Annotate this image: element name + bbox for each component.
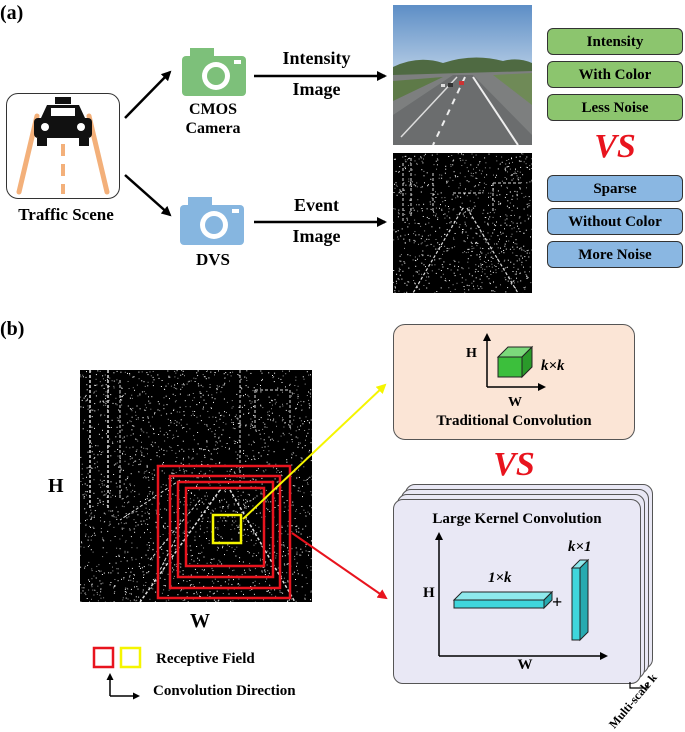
intensity-image-label-top: Intensity [254,48,379,69]
intensity-prop-color: With Color [547,61,683,88]
trad-axis-h: H [466,346,477,362]
lk-vertical-kernel-label: k×1 [568,539,592,556]
receptive-field-legend-icon [92,645,142,671]
cmos-camera-icon [180,46,248,98]
arrow-to-cmos [125,72,170,118]
lk-horizontal-kernel-label: 1×k [488,570,512,587]
intensity-prop-intensity: Intensity [547,28,683,55]
arrow-red [292,533,386,598]
intensity-image-label-bottom: Image [254,79,379,100]
conv-direction-legend-icon [104,672,144,704]
legend-convolution-direction: Convolution Direction [153,683,296,700]
event-image-label-bottom: Image [254,226,379,247]
trad-axis-w: W [500,395,530,411]
lk-plus-sign: + [552,592,562,613]
event-prop-sparse: Sparse [547,175,683,202]
dvs-camera-icon [178,195,246,247]
dvs-label: DVS [168,250,258,270]
trad-title: Traditional Convolution [393,413,635,430]
intensity-prop-noise: Less Noise [547,94,683,121]
lk-axis-w: W [510,657,540,674]
vs-label-b: VS [393,446,635,484]
intensity-image [393,5,532,145]
vs-label-a: VS [547,128,683,166]
event-image-label-top: Event [254,195,379,216]
legend-receptive-field: Receptive Field [156,651,255,668]
cmos-label: CMOS Camera [168,100,258,138]
cmos-label-line2: Camera [168,119,258,138]
lk-axis-h: H [423,585,435,602]
lk-title: Large Kernel Convolution [393,511,641,528]
arrow-yellow [243,385,385,519]
event-image [393,153,532,293]
trad-kernel-label: k×k [541,358,565,375]
arrow-to-dvs [125,175,170,215]
cmos-label-line1: CMOS [168,100,258,119]
event-prop-color: Without Color [547,208,683,235]
event-prop-noise: More Noise [547,241,683,268]
